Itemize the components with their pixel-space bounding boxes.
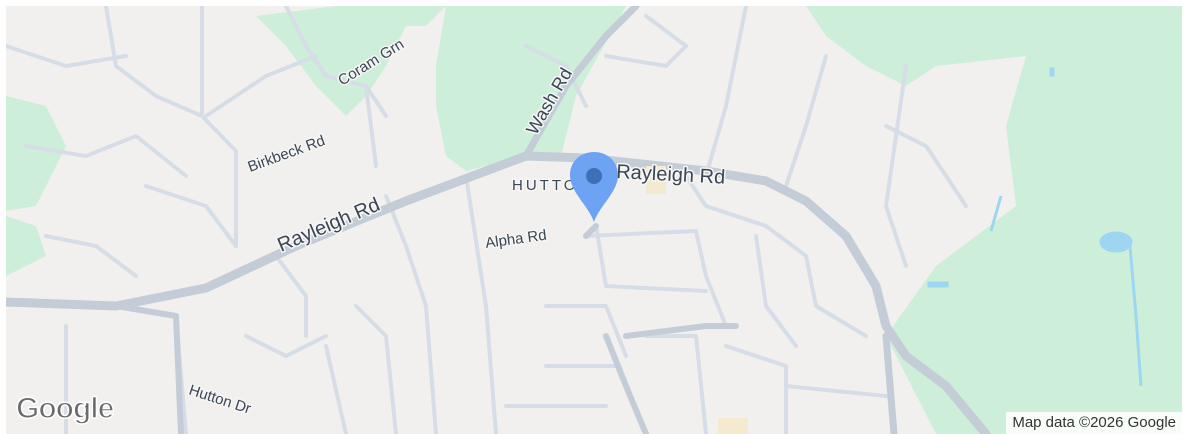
road-label-hutton-dr: Hutton Dr [187,382,253,418]
park-north [436,6,626,171]
park-southwest [6,216,46,276]
pond [1099,231,1133,253]
map-canvas[interactable]: Rayleigh Rd Rayleigh Rd Wash Rd Coram Gr… [6,6,1182,434]
wash-rd-line [522,6,640,160]
road-label-alpha: Alpha Rd [484,227,547,252]
park-east [806,6,1182,434]
area-label-hutton: HUTTON [512,177,592,194]
google-logo: Google [15,391,115,426]
map-view[interactable]: Rayleigh Rd Rayleigh Rd Wash Rd Coram Gr… [6,6,1182,434]
pool-tiny [1049,67,1055,77]
road-label-rayleigh-west: Rayleigh Rd [274,194,383,257]
rayleigh-rd-line [6,151,991,434]
map-attribution: Map data ©2026 Google [1006,412,1182,434]
stream [1128,245,1143,387]
map-pin-icon[interactable] [570,152,618,222]
major-roads [6,6,991,434]
minor-roads [6,6,968,434]
park-areas [6,6,1182,434]
pool-small [927,281,949,288]
stream-small [989,195,1003,232]
park-small [366,6,446,26]
road-label-birkbeck: Birkbeck Rd [246,132,328,176]
landmark-blocks [646,166,748,434]
water-features [927,67,1143,387]
road-label-rayleigh-east: Rayleigh Rd [616,161,726,189]
park-west [6,96,66,211]
